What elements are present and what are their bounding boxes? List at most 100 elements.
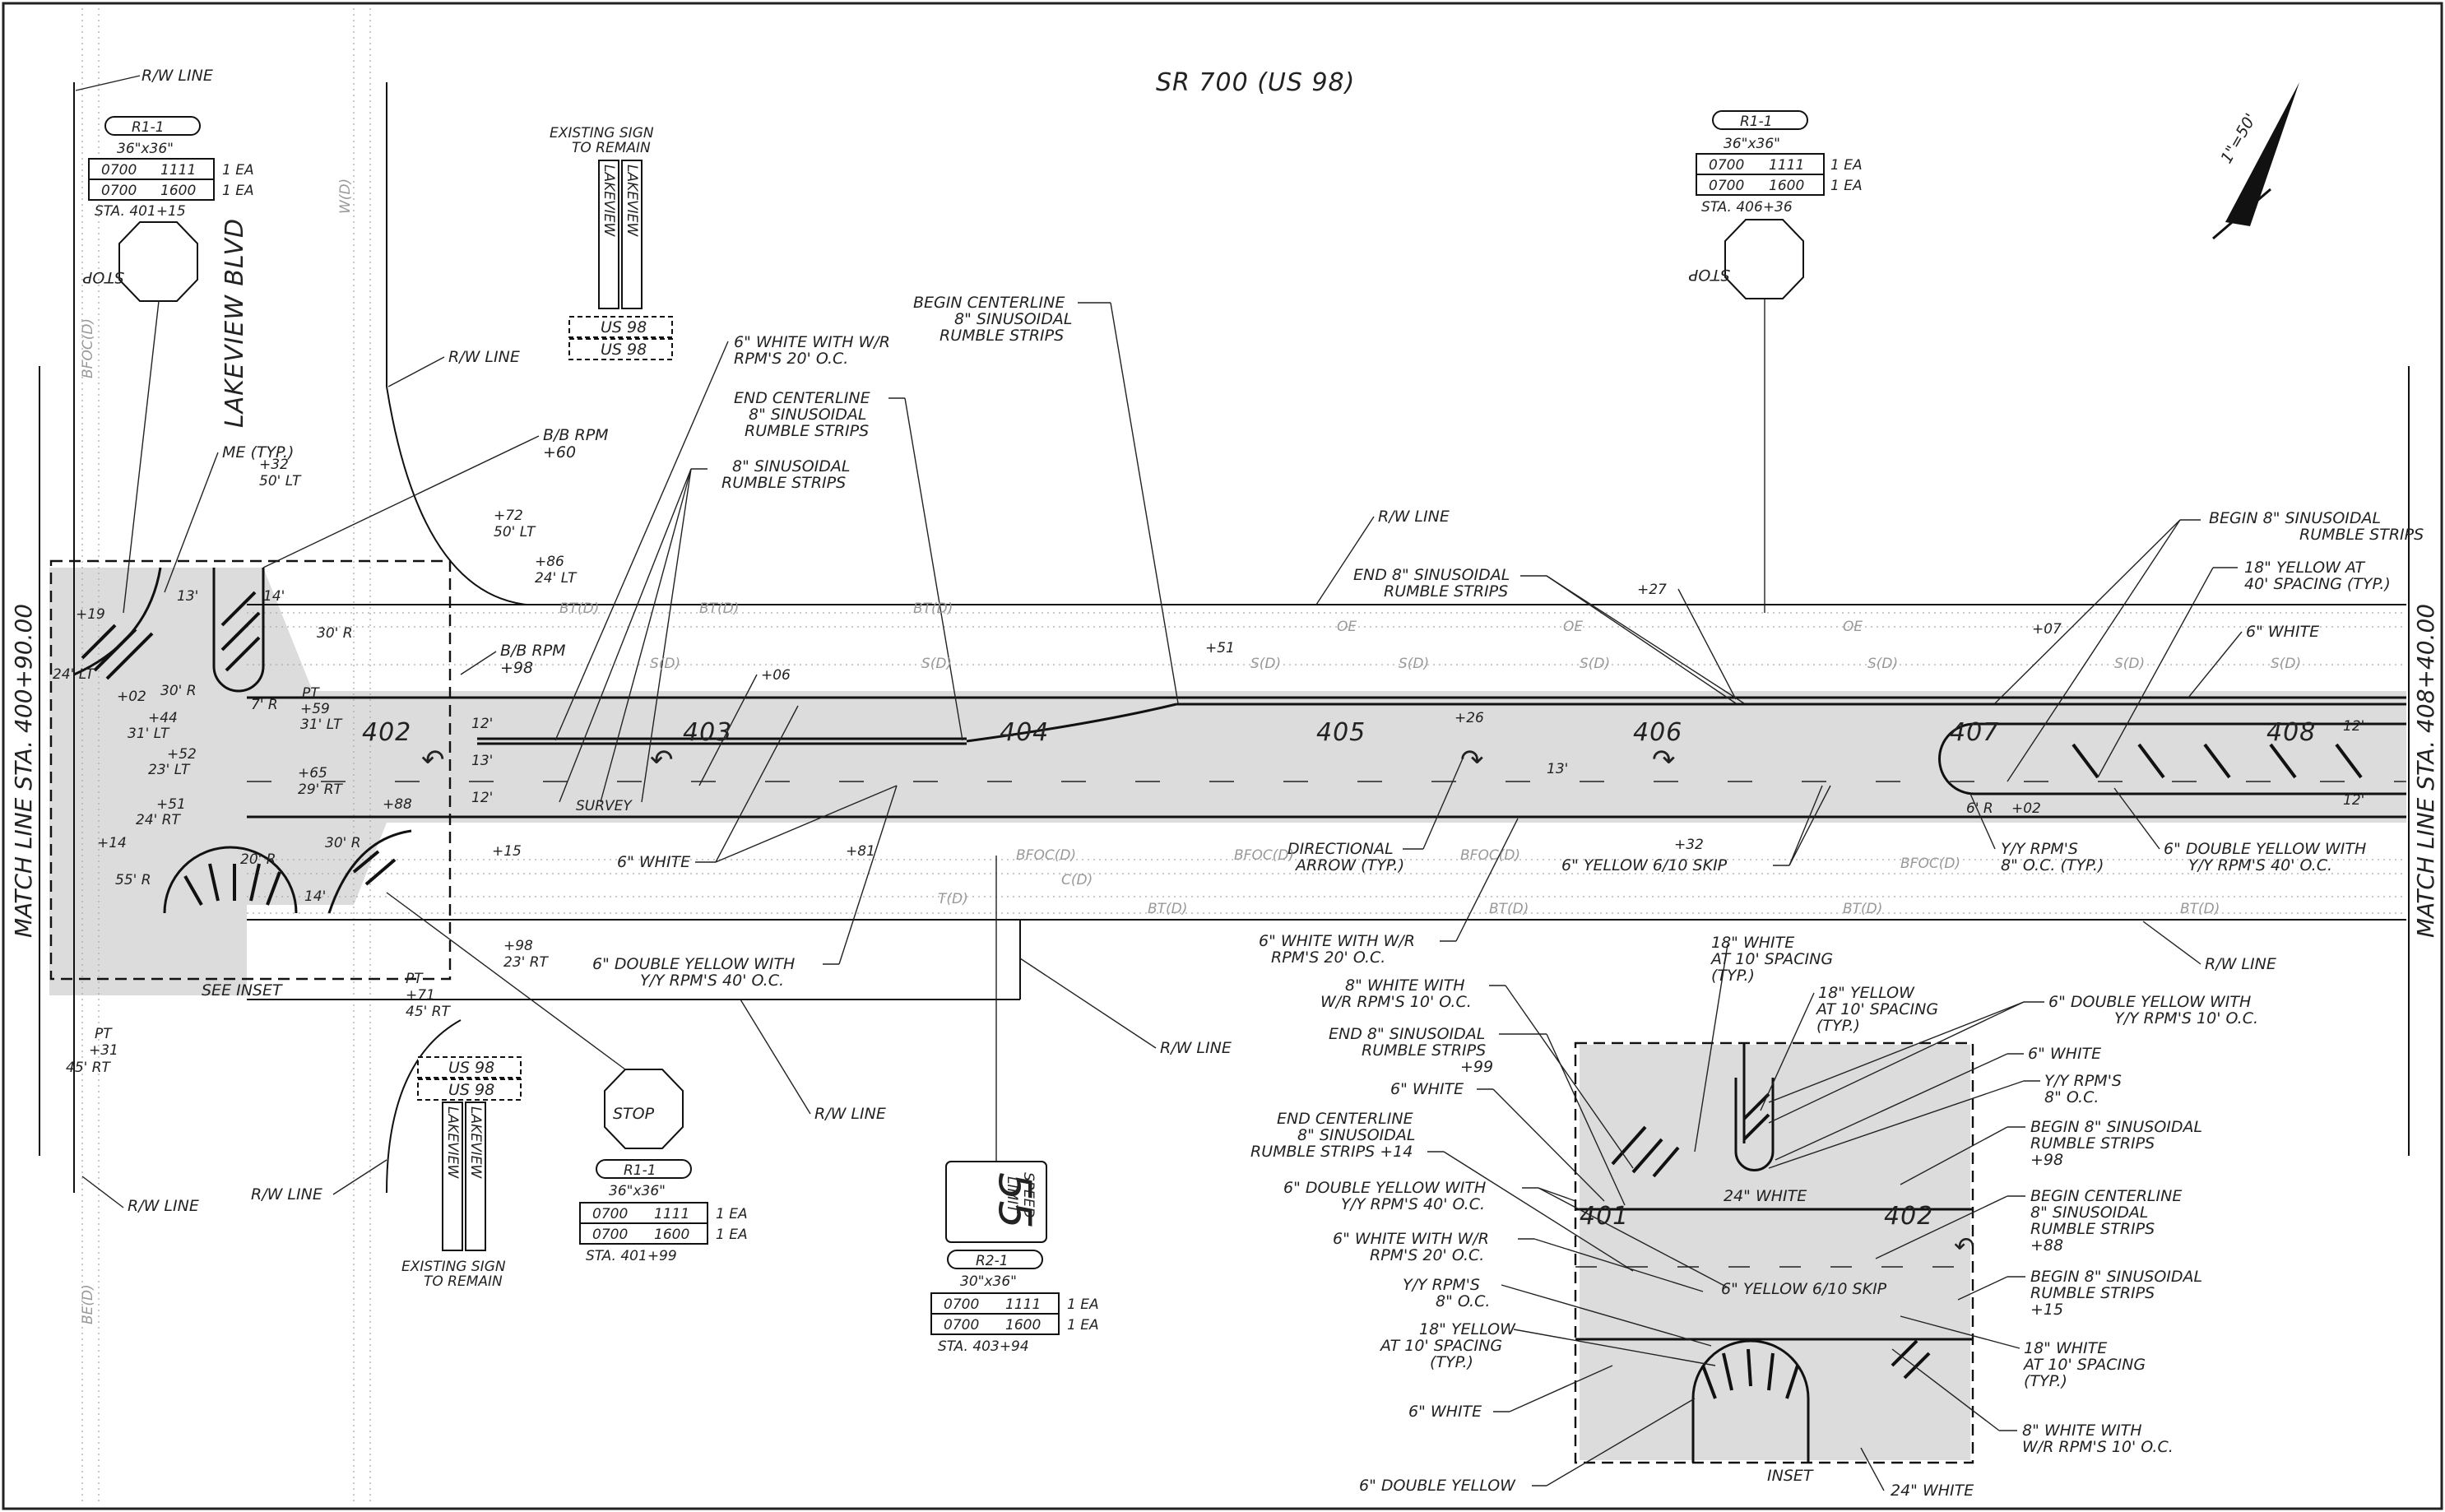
- existing-route-2: US 98: [448, 1081, 494, 1099]
- utility-lines: [81, 8, 2406, 1505]
- sign-row-b: 1600: [654, 1227, 689, 1243]
- callout-text: DIRECTIONAL: [1287, 840, 1394, 858]
- sign-row-a: 0700: [944, 1296, 979, 1313]
- existing-route-2: US 98: [601, 341, 647, 359]
- offset-label: +72: [494, 508, 523, 524]
- rw-line-label: R/W LINE: [142, 67, 213, 85]
- callout-text: END 8" SINUSOIDAL: [1353, 566, 1510, 584]
- match-line-left: MATCH LINE STA. 400+90.00: [10, 366, 40, 1156]
- dimension-label: 55' R: [115, 872, 151, 888]
- utility-label: BT(D): [2180, 901, 2220, 917]
- inset-callout: 8" O.C.: [1436, 1292, 1490, 1310]
- mainline-pavement: [247, 691, 2406, 823]
- offset-label: +86: [535, 554, 564, 570]
- utility-label: S(D): [1399, 656, 1429, 672]
- dimension-label: 12': [2343, 792, 2364, 809]
- offset-label: PT: [302, 685, 320, 702]
- inset-callout: +15: [2030, 1301, 2063, 1319]
- match-line-right: MATCH LINE STA. 408+40.00: [2408, 366, 2439, 1156]
- dimension-label: 30' R: [160, 683, 197, 699]
- sign-row-a: 0700: [1709, 178, 1744, 194]
- offset-label: 31' LT: [300, 717, 343, 733]
- offset-label: 45' RT: [66, 1060, 112, 1076]
- existing-panel-1: LAKEVIEW: [444, 1106, 461, 1179]
- directional-arrows: ↶ ↶ ↷ ↷: [421, 744, 1676, 777]
- callout-text: 8" O.C. (TYP.): [2001, 856, 2104, 874]
- dimension-label: 14': [263, 588, 285, 605]
- scale-label: 1"=50': [2217, 110, 2260, 166]
- dimension-label: 13': [177, 588, 198, 605]
- station-404: 404: [1000, 718, 1049, 747]
- callout-text: 18" YELLOW AT: [2244, 559, 2366, 577]
- offset-label: 45' RT: [406, 1004, 452, 1020]
- inset-callout: AT 10' SPACING: [1710, 950, 1833, 968]
- speed-top: SPEED: [1020, 1172, 1037, 1218]
- dimension-label: 30' R: [325, 835, 361, 851]
- inset-callout: 24" WHITE: [1891, 1482, 1974, 1500]
- inset-callout: RUMBLE STRIPS: [1362, 1041, 1486, 1060]
- callout-text: 6" WHITE WITH W/R: [734, 333, 890, 351]
- callout-text: RUMBLE STRIPS: [721, 474, 846, 492]
- offset-label: +15: [492, 843, 522, 860]
- rw-line-label: R/W LINE: [1378, 508, 1450, 526]
- offset-label: 31' LT: [128, 726, 170, 742]
- callout-text: 6" DOUBLE YELLOW WITH: [592, 955, 795, 973]
- street-name-label: LAKEVIEW BLVD: [220, 218, 249, 428]
- inset-station-401: 401: [1580, 1202, 1629, 1231]
- inset-callout: (TYP.): [1711, 967, 1755, 985]
- dimension-label: 7' R: [251, 697, 278, 713]
- inset-callout: 24" WHITE: [1724, 1187, 1807, 1205]
- bb-rpm-offset: +60: [543, 443, 576, 461]
- callout-text: END CENTERLINE: [734, 389, 870, 407]
- existing-panel-2: LAKEVIEW: [467, 1106, 484, 1179]
- sign-station: STA. 401+99: [586, 1248, 677, 1264]
- inset-callout: W/R RPM'S 10' O.C.: [1320, 993, 1472, 1011]
- inset-callout: RPM'S 20' O.C.: [1370, 1246, 1484, 1264]
- inset-callout: 18" YELLOW: [1419, 1320, 1516, 1338]
- utility-label: BT(D): [1843, 901, 1882, 917]
- stop-sign-icon: [1724, 219, 1804, 299]
- dimension-label: 12': [471, 716, 493, 732]
- inset-callout: BEGIN CENTERLINE: [2030, 1187, 2182, 1205]
- callout-text: RUMBLE STRIPS: [939, 327, 1064, 345]
- see-inset-box: [49, 559, 452, 981]
- offset-label: +02: [117, 689, 146, 705]
- right-turn-arrow-icon: ↷: [1652, 744, 1676, 777]
- utility-label: S(D): [921, 656, 952, 672]
- inset-callout: Y/Y RPM'S 40' O.C.: [1341, 1195, 1485, 1213]
- offset-label: PT: [95, 1026, 113, 1042]
- callout-text: RUMBLE STRIPS: [745, 422, 869, 440]
- existing-note-2: TO REMAIN: [572, 140, 651, 156]
- inset-right-callouts: 6" DOUBLE YELLOW WITH Y/Y RPM'S 10' O.C.…: [1768, 993, 2258, 1456]
- callout-text: RPM'S 20' O.C.: [1271, 948, 1385, 967]
- dimension-label: 12': [471, 790, 493, 806]
- offset-label: 24' LT: [535, 570, 578, 587]
- rw-line-label: R/W LINE: [1160, 1039, 1232, 1057]
- stop-face: STOP: [613, 1105, 655, 1123]
- inset-callout: AT 10' SPACING: [1379, 1337, 1502, 1355]
- sign-row-b: 1111: [1005, 1296, 1041, 1313]
- offset-label: +06: [761, 667, 791, 684]
- callout-text: 6" WHITE: [617, 853, 690, 871]
- utility-label: BFOC(D): [1900, 856, 1960, 872]
- mainline-markings: [247, 696, 2406, 819]
- offset-label: +71: [406, 987, 435, 1004]
- existing-note-1: EXISTING SIGN: [401, 1259, 506, 1275]
- inset-callout: 18" WHITE: [1711, 934, 1794, 952]
- inset-callout: 6" WHITE WITH W/R: [1333, 1230, 1489, 1248]
- utility-label: BE(D): [80, 1284, 96, 1324]
- sign-qty: 1 EA: [1830, 157, 1863, 174]
- station-labels: 402 403 404 405 406 407 408: [362, 718, 2315, 747]
- callout-text: RPM'S 20' O.C.: [734, 350, 848, 368]
- bb-rpm-label: B/B RPM: [543, 426, 609, 444]
- callout-text: Y/Y RPM'S: [2001, 840, 2078, 858]
- offset-label: +27: [1637, 582, 1667, 598]
- offset-label: 29' RT: [298, 782, 344, 798]
- existing-route-1: US 98: [601, 318, 647, 336]
- utility-label: OE: [1337, 619, 1357, 635]
- sign-qty: 1 EA: [222, 183, 254, 199]
- inset-callout: 6" YELLOW 6/10 SKIP: [1721, 1280, 1887, 1298]
- sign-row-b: 1111: [654, 1206, 689, 1222]
